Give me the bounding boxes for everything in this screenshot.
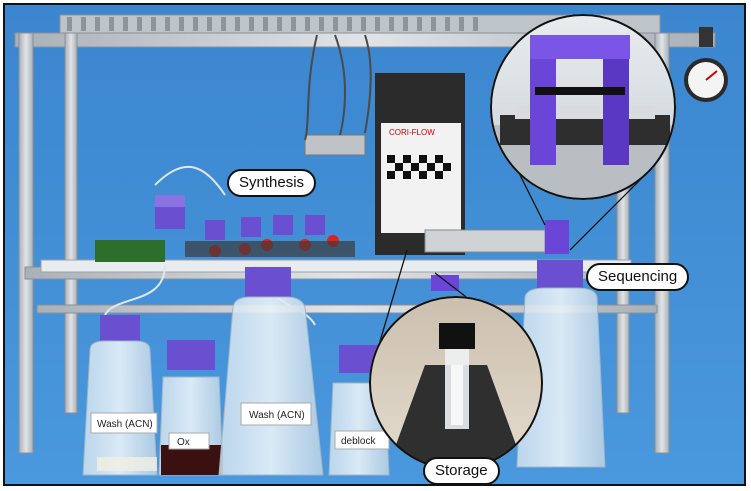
apparatus-photo: CORI-FLOW Wash ( — [5, 5, 744, 484]
photo-frame: CORI-FLOW Wash ( — [3, 3, 746, 486]
synthesis-callout: Synthesis — [227, 169, 317, 197]
sequencing-callout: Sequencing — [586, 263, 690, 291]
synthesis-components — [95, 195, 546, 262]
wash-center-label: Wash (ACN) — [249, 410, 305, 421]
bottle-wash-left: Wash (ACN) — [82, 315, 158, 476]
bottle-ox: Ox — [158, 340, 224, 476]
sequencer-module — [545, 220, 569, 254]
ox-label: Ox — [177, 437, 190, 448]
storage-holder — [431, 275, 459, 291]
deblock-label: deblock — [341, 436, 376, 447]
storage-zoom — [369, 296, 543, 470]
flow-controller: CORI-FLOW — [304, 73, 465, 255]
bottle-wash-center: Wash (ACN) — [218, 267, 324, 476]
storage-callout: Storage — [423, 457, 500, 484]
pressure-gauge — [684, 27, 728, 102]
cable-tray — [59, 14, 661, 38]
controller-brand-text: CORI-FLOW — [389, 128, 435, 137]
wash-left-label: Wash (ACN) — [97, 419, 153, 430]
bottle-right — [516, 260, 606, 468]
